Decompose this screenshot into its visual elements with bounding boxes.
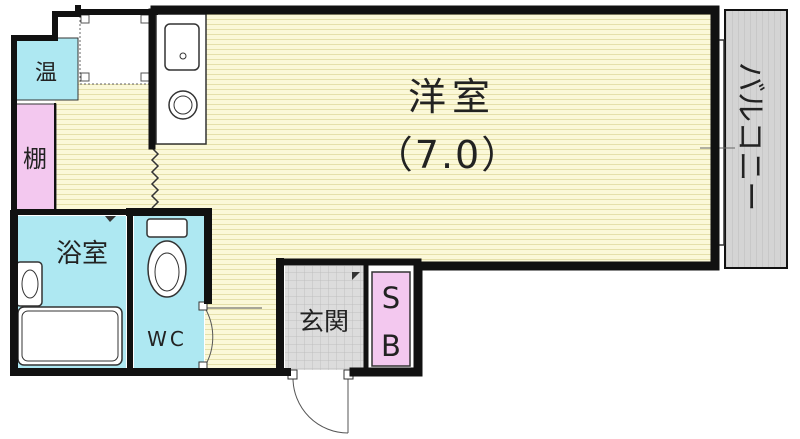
walls [10, 5, 720, 377]
shoebox-label-s: S [382, 281, 400, 315]
shelf-label: 棚 [23, 145, 47, 173]
stove-icon [168, 90, 198, 120]
entrance-label: 玄関 [299, 307, 349, 336]
bathtub-icon [17, 306, 123, 366]
bathroom-label: 浴室 [56, 239, 108, 269]
toilet-bowl-icon [147, 240, 187, 298]
water-heater-area [15, 37, 79, 101]
western-room-name: 洋室 [408, 75, 496, 119]
shoebox-area [371, 271, 411, 367]
corridor-floor [55, 80, 155, 213]
shoebox-label-b: B [381, 329, 401, 363]
western-room-size: （7.0） [375, 133, 521, 177]
toilet-door-swing [204, 307, 214, 367]
toilet-label: WC [147, 327, 187, 351]
entrance-area [285, 266, 365, 370]
balcony-area [724, 9, 788, 269]
hall-floor [205, 213, 280, 368]
water-heater-label: 温 [35, 61, 57, 86]
sink-icon [164, 23, 200, 71]
entrance-door-swing [292, 377, 349, 434]
toilet-tank-icon [146, 218, 188, 238]
fridge-space [79, 13, 151, 85]
balcony-label: バルコニー [732, 62, 767, 211]
